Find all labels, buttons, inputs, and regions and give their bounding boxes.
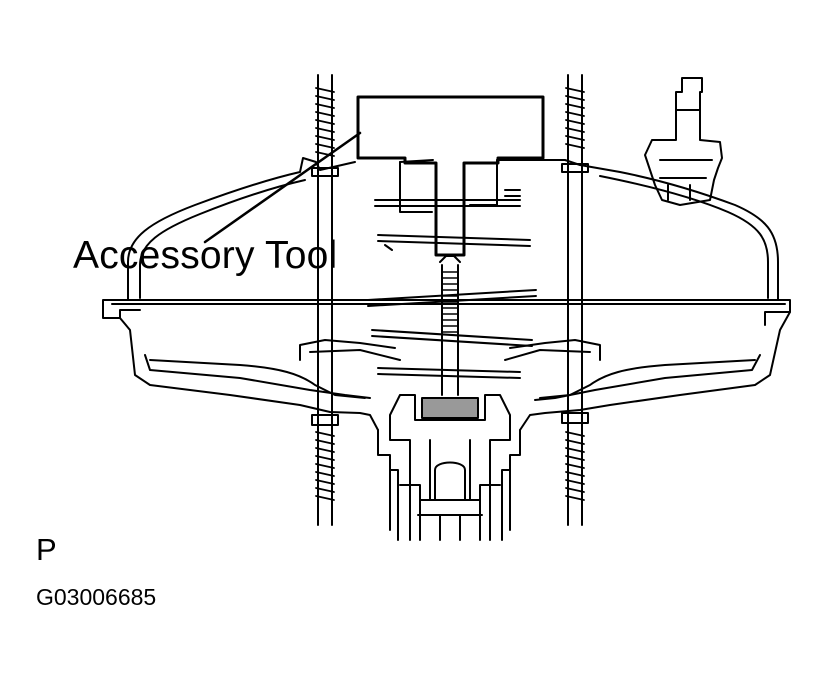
accessory-tool <box>356 95 545 257</box>
stud-right-thread-bottom <box>565 431 585 501</box>
upper-shell-inner <box>139 175 769 299</box>
stud-right <box>567 74 583 526</box>
lower-shell <box>119 311 791 431</box>
view-letter: P <box>36 532 57 567</box>
check-valve-inner <box>659 109 713 201</box>
stud-left-nut <box>311 167 339 426</box>
return-spring <box>367 189 537 379</box>
callout-leader <box>203 131 362 244</box>
diaphragm <box>149 359 756 399</box>
piston-plate-2 <box>309 349 591 361</box>
spring-seat <box>399 159 498 213</box>
stud-left-thread-top <box>315 87 335 157</box>
stud-left <box>317 74 333 526</box>
valve-inner-2 <box>399 484 501 541</box>
valve-inner <box>417 439 483 516</box>
valve-body <box>389 394 511 466</box>
accessory-tool-label: Accessory Tool <box>73 234 338 277</box>
figure-id: G03006685 <box>36 584 157 610</box>
stud-right-nut <box>561 163 589 424</box>
stud-right-thread-top <box>565 87 585 149</box>
stud-left-thread-bottom <box>315 431 335 501</box>
lower-shell-inner <box>144 354 761 401</box>
piston-plate <box>299 339 601 361</box>
reaction-disc <box>421 397 479 419</box>
center-body-inner <box>389 464 511 541</box>
check-valve-fitting <box>644 77 723 206</box>
center-body <box>377 429 521 541</box>
